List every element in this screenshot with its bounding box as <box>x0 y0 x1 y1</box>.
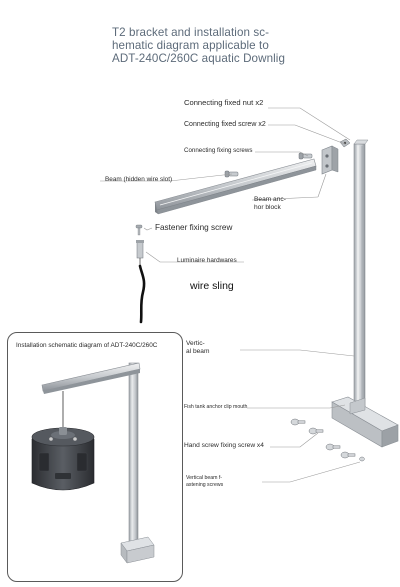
wire-sling <box>138 264 146 324</box>
label-connecting-screw: Connecting fixed screw x2 <box>184 121 266 128</box>
installation-inset: Installation schematic diagram of ADT-24… <box>7 332 183 582</box>
diagram-title: T2 bracket and installation sc- hematic … <box>112 26 400 65</box>
horizontal-beam <box>154 158 317 215</box>
luminaire-hardware <box>136 240 144 266</box>
label-vertical-beam-line1: Vertic- <box>186 340 205 347</box>
inset-illustration <box>31 362 155 564</box>
beam-anchor-block <box>321 145 339 175</box>
label-fastener: Fastener fixing screw <box>155 223 233 232</box>
label-vbeam-screws-line1: Vertical beam f- <box>186 475 223 481</box>
tank-clip-base <box>331 396 399 448</box>
label-beam-anchor-line1: Beam anc- <box>254 196 286 203</box>
leader-lines <box>100 107 361 483</box>
label-hand-screw: Hand screw fixing screw x4 <box>184 442 264 449</box>
title-line-3: ADT-240C/260C aquatic Downlig <box>112 52 286 65</box>
vertical-beam <box>353 139 369 411</box>
label-connecting-fixing: Connecting fixing screws <box>184 147 253 154</box>
fastener-screw <box>135 224 143 236</box>
title-line-1: T2 bracket and installation sc- <box>112 26 270 39</box>
label-wire-sling: wire sling <box>190 280 234 292</box>
title-line-2: hematic diagram applicable to <box>112 39 269 52</box>
label-connecting-nut: Connecting fixed nut x2 <box>184 98 264 107</box>
label-vbeam-screws-line2: astening screws <box>186 482 224 488</box>
connecting-hardware <box>224 138 351 178</box>
label-fish-tank: Fish tank anchor clip mouth <box>184 404 248 410</box>
downlight-lamp <box>31 427 95 491</box>
hand-screws <box>290 418 365 462</box>
label-beam-anchor: Beam anc- hor block <box>254 196 286 212</box>
label-luminaire: Luminaire hardwares <box>177 257 237 264</box>
label-beam: Beam (hidden wire slot) <box>105 176 173 183</box>
inset-title: Installation schematic diagram of ADT-24… <box>16 342 158 349</box>
label-vertical-beam: Vertic- al beam <box>186 340 209 356</box>
label-vbeam-screws: Vertical beam f- astening screws <box>186 475 223 489</box>
label-vertical-beam-line2: al beam <box>186 348 210 355</box>
label-beam-anchor-line2: hor block <box>254 204 281 211</box>
